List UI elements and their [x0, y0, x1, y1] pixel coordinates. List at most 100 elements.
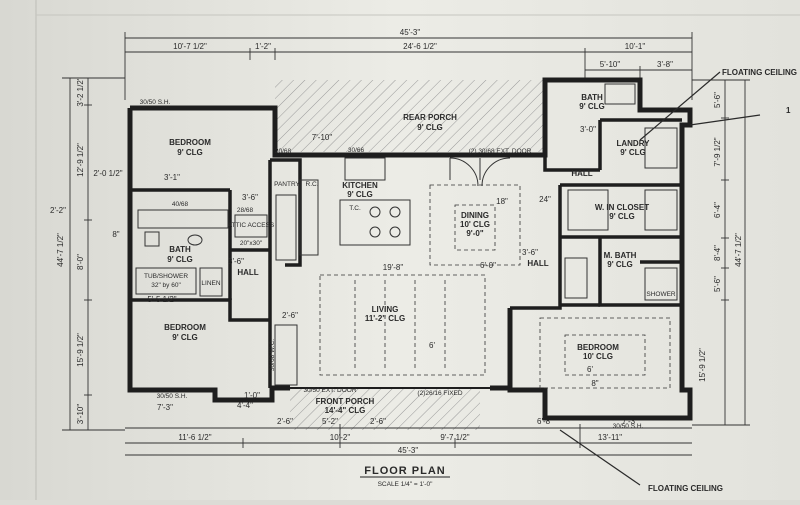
room-living-name: LIVING: [372, 305, 399, 314]
left-dimensions: 44'-7 1/2" 3'-2 1/2" 12'-9 1/2" 8'-0" 15…: [56, 77, 125, 431]
dim-left-b: 12'-9 1/2": [76, 143, 85, 177]
dim-bottom-total: 45'-3": [398, 446, 419, 455]
bath-vanity: [137, 209, 229, 229]
dim-in-q: 8": [591, 379, 598, 388]
dim-in-c: 8": [112, 230, 119, 239]
room-kitchen-name: KITCHEN: [342, 181, 378, 190]
kitchen-counter-left: [299, 179, 319, 256]
dim-top-c: 24'-6 1/2": [403, 42, 437, 51]
room-hall-ne: HALL: [571, 169, 592, 178]
kitchen-sink-counter: [344, 157, 386, 181]
dim-in-b: 2'-2": [50, 206, 66, 215]
dim-right-total: 44'-7 1/2": [734, 233, 743, 267]
dim-bot-c: 9'-7 1/2": [440, 433, 469, 442]
label-pantry: PANTRY: [274, 181, 300, 188]
label-window-top: 30/50 S.H.: [140, 99, 171, 106]
note-callout-1: 1: [786, 106, 791, 115]
interior-walls: [130, 118, 682, 388]
top-dimensions: 45'-3" 10'-7 1/2" 1'-2" 24'-6 1/2" 10'-1…: [124, 28, 693, 100]
coat-closet: [274, 324, 298, 386]
room-dining-name: DINING: [461, 211, 489, 220]
dim-in-j: 19'-8": [383, 263, 404, 272]
room-bath-w-clg: 9' CLG: [167, 255, 192, 264]
bath-sink: [187, 234, 203, 246]
dim-bot-a: 11'-6 1/2": [178, 433, 211, 442]
room-hall-w: HALL: [237, 268, 258, 277]
dim-in-s: 24": [539, 195, 551, 204]
closet-shelving: [567, 189, 609, 231]
label-window-3066: 30/66: [348, 147, 365, 154]
label-tc: T.C.: [349, 205, 361, 212]
dim-right-f: 15'-9 1/2": [698, 348, 707, 382]
room-rear-porch-clg: 9' CLG: [417, 123, 442, 132]
label-window-front2: (2)26/16 FIXED: [417, 390, 462, 397]
room-laundry-clg: 9' CLG: [620, 148, 645, 157]
attic-access: [234, 214, 268, 238]
label-ext-door: (2) 30/68 EXT. DOOR: [469, 148, 532, 155]
plan-title: FLOOR PLAN: [364, 465, 446, 477]
room-living-clg: 11'-2" CLG: [365, 314, 405, 323]
dim-in-g: 5'-5 1/2": [147, 295, 176, 304]
room-bath-ne-clg: 9' CLG: [579, 102, 604, 111]
room-closet-name: W. IN CLOSET: [595, 203, 649, 212]
dim-in-r: 18": [496, 197, 508, 206]
note-floating-ceiling-top: FLOATING CEILING: [722, 68, 797, 77]
dim-in-d: 3'-1": [164, 173, 180, 182]
bedroom-floating-ceiling: [539, 317, 671, 389]
title-block: FLOOR PLAN SCALE 1/4" = 1'-0": [360, 465, 450, 488]
label-window-front: 30/50 EXT. DOOR: [303, 387, 356, 394]
front-porch-hatch: [290, 388, 480, 430]
room-master-bed-clg: 10' CLG: [583, 352, 613, 361]
label-window-bed: 30/50 S.H.: [157, 393, 188, 400]
dim-bot-h: 6'-8": [537, 417, 553, 426]
dim-bot-f: 5'-2": [322, 417, 338, 426]
dim-in-f: 3'-6": [228, 257, 244, 266]
dim-in-n: 3'-0": [580, 125, 596, 134]
room-bedroom-nw-clg: 9' CLG: [177, 148, 202, 157]
floating-ceiling-callouts: FLOATING CEILING 1 FLOATING CEILING: [559, 68, 797, 493]
label-window-r: 30/50 S.H.: [613, 423, 644, 430]
bottom-dimensions: 11'-6 1/2" 10'-2" 9'-7 1/2" 13'-11" 2'-6…: [125, 417, 692, 456]
dim-left-total: 44'-7 1/2": [56, 233, 65, 267]
label-rc: R.C.: [306, 181, 319, 188]
master-shower: [644, 267, 678, 301]
dim-bot-g: 2'-6": [370, 417, 386, 426]
room-closet-clg: 9' CLG: [609, 212, 634, 221]
fixtures: [135, 83, 678, 389]
bath-toilet: [144, 231, 160, 247]
dim-in-h: 2'-6": [282, 311, 298, 320]
ne-bath-vanity: [604, 83, 636, 105]
fixture-labels: PANTRY R.C. T.C. LINEN ATTIC ACCESS 20"x…: [140, 99, 676, 430]
label-attic-size: 20"x30": [240, 240, 263, 247]
label-tub-size: 32" by 60": [151, 282, 181, 289]
laundry-machines: [644, 127, 678, 169]
rear-porch-hatch: [275, 80, 543, 152]
room-laundry-name: LANDRY: [616, 139, 650, 148]
dim-in-k: 7'-3": [157, 403, 173, 412]
dim-right-e: 5'-6": [713, 276, 722, 292]
room-labels: BEDROOM 9' CLG BATH 9' CLG HALL BEDROOM …: [164, 93, 650, 415]
dim-in-u: 6': [429, 341, 435, 350]
dim-in-o: 6'-0": [480, 261, 496, 270]
living-floating-ceiling: [319, 274, 486, 376]
dim-left-c: 8'-0": [76, 254, 85, 270]
room-rear-porch-name: REAR PORCH: [403, 113, 457, 122]
dim-right-a: 5'-6": [713, 92, 722, 108]
dim-right-c: 6'-4": [713, 202, 722, 218]
dim-in-i: 7'-10": [312, 133, 333, 142]
room-front-porch-clg: 14'-4" CLG: [325, 406, 366, 415]
label-attic: ATTIC ACCESS: [228, 222, 275, 229]
kitchen-island: [339, 199, 411, 246]
note-floating-ceiling-bottom: FLOATING CEILING: [648, 484, 723, 493]
label-closet: 30/68 W.C.: [269, 339, 276, 371]
interior-dimensions: 2'-0 1/2" 2'-2" 8" 3'-1" 3'-6" 3'-6" 5'-…: [50, 125, 599, 412]
dim-right-b: 7'-9 1/2": [713, 137, 722, 166]
dining-floating-ceiling: [429, 184, 521, 266]
dim-bot-d: 13'-11": [598, 433, 622, 442]
tub-shower: [135, 267, 197, 295]
room-kitchen-clg: 9' CLG: [347, 190, 372, 199]
room-master-bed-name: BEDROOM: [577, 343, 619, 352]
dim-bot-b: 10'-2": [330, 433, 351, 442]
dim-left-e: 3'-10": [76, 404, 85, 425]
dim-top-e: 5'-10": [600, 60, 621, 69]
